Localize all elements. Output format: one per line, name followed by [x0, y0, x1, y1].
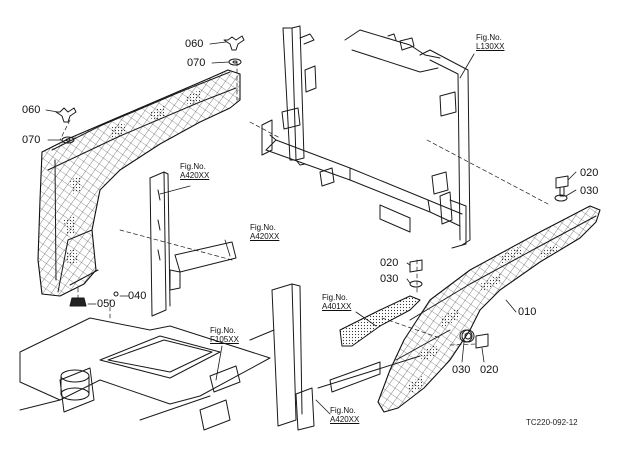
- callout-030-right: 030: [580, 185, 599, 197]
- callout-030-lower: 030: [452, 364, 471, 376]
- callout-060-top: 060: [185, 38, 204, 50]
- fig-ref-a420-top: Fig.No.A420XX: [180, 162, 210, 180]
- fig-ref-a401: Fig.No.A401XX: [322, 293, 352, 311]
- left-fender-part: [37, 69, 241, 297]
- callout-070-top: 070: [187, 57, 206, 69]
- callout-020-right: 020: [580, 167, 599, 179]
- diagram-code: TC220-092-12: [526, 418, 578, 427]
- fig-ref-a420-bottom: Fig.No.A420XX: [330, 406, 360, 424]
- lower-frame: [19, 317, 381, 431]
- callout-070-left: 070: [22, 134, 41, 146]
- callout-010: 010: [518, 306, 537, 318]
- right-fender-part: [377, 205, 601, 413]
- callout-050: 050: [97, 298, 116, 310]
- leader-lines: [45, 41, 577, 415]
- callout-020-lower: 020: [480, 364, 499, 376]
- fig-ref-f105: Fig.No.F105XX: [210, 326, 239, 344]
- fig-ref-a420-mid: Fig.No.A420XX: [250, 223, 280, 241]
- callout-030-center: 030: [380, 273, 399, 285]
- callout-020-center: 020: [380, 257, 399, 269]
- callout-060-left: 060: [22, 104, 41, 116]
- fig-ref-l130: Fig.No.L130XX: [476, 33, 505, 51]
- bracket-a401: [339, 295, 421, 347]
- rear-frame: [261, 25, 471, 249]
- callout-040: 040: [128, 290, 147, 302]
- hardware: [55, 35, 569, 349]
- fender-support-posts: [149, 171, 421, 431]
